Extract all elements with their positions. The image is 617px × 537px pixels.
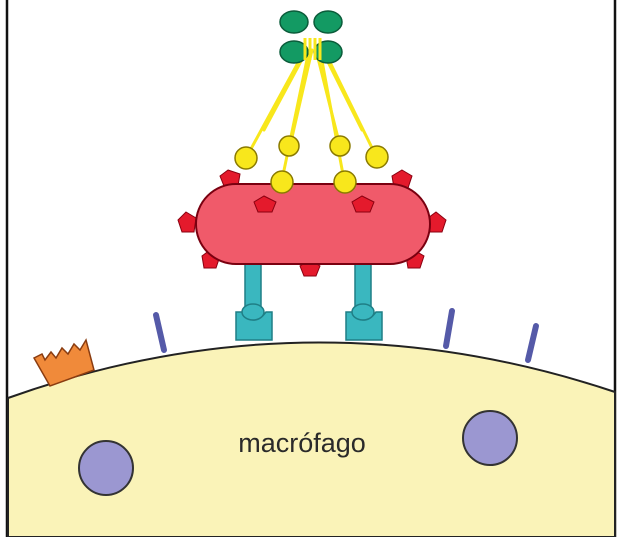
- vesicle-left: [79, 441, 133, 495]
- antibody-arms: [246, 50, 376, 180]
- antibody-tip-6: [366, 146, 388, 168]
- antibody-stem-right: [352, 262, 374, 320]
- antibody-tip-1: [235, 147, 257, 169]
- antibody-tip-4: [330, 136, 350, 156]
- antibody-tip-3: [279, 136, 299, 156]
- complement-4: [314, 41, 342, 63]
- cell-label: macrófago: [238, 428, 366, 458]
- membrane-receptor-1: [156, 315, 164, 350]
- membrane-receptor-3: [528, 326, 536, 360]
- antibody-stem-left: [242, 262, 264, 320]
- bacterium: [196, 184, 430, 264]
- vesicle-right: [463, 411, 517, 465]
- antibody-tip-5: [334, 171, 356, 193]
- antibody-tip-2: [271, 171, 293, 193]
- antibody-arm-3: [290, 50, 312, 146]
- complement-2: [314, 11, 342, 33]
- antigen-5: [178, 212, 196, 232]
- membrane-receptor-2: [446, 311, 452, 346]
- complement-1: [280, 11, 308, 33]
